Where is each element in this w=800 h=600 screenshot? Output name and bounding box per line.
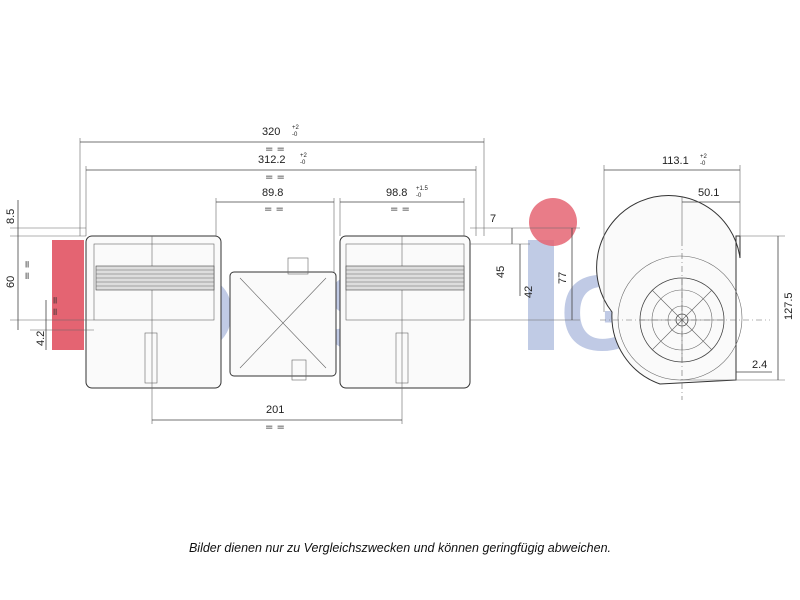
dimension-label-42: 42: [523, 286, 535, 298]
tolerance-lower: -0: [300, 160, 306, 166]
dimension-label-4-2: 4.2: [35, 331, 47, 346]
scroll-housing: [596, 195, 741, 385]
dimension-label-8-5: 8.5: [5, 209, 17, 224]
dimension-label-7: 7: [490, 213, 496, 225]
disclaimer-caption: Bilder dienen nur zu Vergleichszwecken u…: [188, 541, 612, 555]
left-housing: [85, 235, 222, 389]
tolerance-lower: -0: [292, 132, 298, 138]
motor-connector: [287, 257, 309, 275]
dimension-label-50: 50.1: [698, 187, 719, 199]
svg-text:= =: = =: [265, 172, 285, 183]
tolerance-upper: +2: [700, 154, 708, 160]
right-impeller: [345, 265, 465, 291]
watermark-red-bar: [52, 240, 84, 350]
dimension-label-201: 201: [266, 404, 284, 416]
motor-body: [229, 271, 337, 377]
dimension-lines: 320 +2 -0 = = 312.2 +2 -0 = = 89.8 = = 9…: [5, 125, 580, 433]
dimension-label-113: 113.1: [662, 155, 689, 167]
tolerance-upper: +2: [292, 125, 300, 131]
dimension-label-2-4: 2.4: [752, 359, 767, 371]
dimension-label-77: 77: [557, 272, 569, 284]
blower-front-view: [596, 195, 770, 400]
left-impeller: [95, 265, 215, 291]
dimension-label-312: 312.2: [258, 154, 286, 166]
tolerance-upper: +1.5: [416, 186, 429, 192]
dimension-label-98: 98.8: [386, 187, 407, 199]
watermark-letter-i: [528, 240, 554, 350]
tolerance-upper: +2: [300, 153, 308, 159]
dimension-label-320: 320: [262, 126, 280, 138]
blower-side-view: [85, 235, 471, 389]
dimension-label-89: 89.8: [262, 187, 283, 199]
svg-text:= =: = =: [265, 144, 285, 155]
svg-text:= =: = =: [22, 260, 33, 280]
svg-text:= =: = =: [390, 204, 410, 215]
svg-text:= =: = =: [50, 296, 61, 316]
front-dimension-lines: 113.1 +2 -0 50.1 127.5 2.4: [603, 154, 795, 381]
svg-text:= =: = =: [265, 422, 285, 433]
tolerance-lower: -0: [416, 193, 422, 199]
tolerance-lower: -0: [700, 161, 706, 167]
svg-text:= =: = =: [264, 204, 284, 215]
dimension-label-60: 60: [5, 276, 17, 288]
right-housing: [339, 235, 471, 389]
dimension-label-127: 127.5: [783, 292, 795, 320]
dimension-label-45: 45: [495, 266, 507, 278]
watermark-red-dot: [529, 198, 577, 246]
